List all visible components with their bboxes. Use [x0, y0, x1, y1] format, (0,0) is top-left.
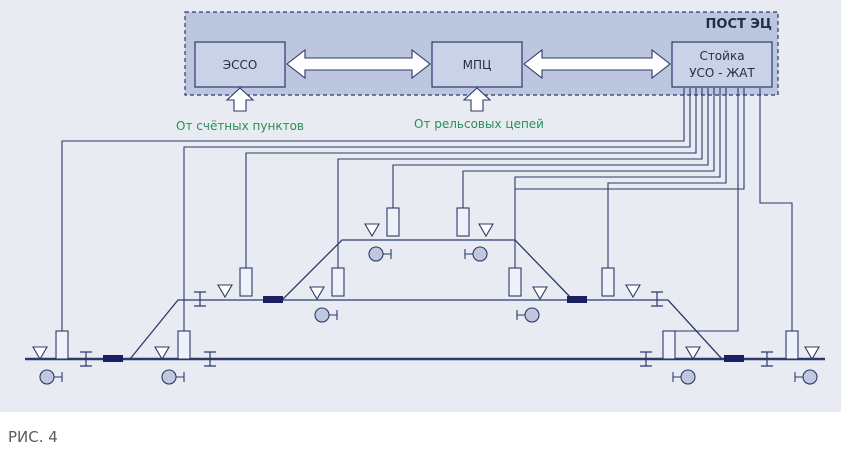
siding-track-1	[129, 299, 723, 360]
esso-block	[194, 41, 286, 88]
post-title: ПОСТ ЭЦ	[706, 17, 772, 32]
esso-label: ЭССО	[223, 58, 258, 72]
uso-zhat-stand-block	[671, 41, 773, 88]
figure-caption: РИС. 4	[8, 428, 58, 446]
track-circuits-arrow	[462, 87, 492, 112]
stand-label-line1: Стойка	[699, 49, 744, 63]
counting-points-note: От счётных пунктов	[176, 119, 304, 133]
siding-track-2	[281, 239, 574, 301]
track-circuits-note: От рельсовых цепей	[414, 117, 544, 131]
track-layout	[25, 239, 825, 361]
cable-lines	[61, 88, 793, 332]
esso-mpc-arrow	[286, 48, 431, 80]
mpc-label: МПЦ	[463, 58, 492, 72]
mpc-block	[431, 41, 523, 88]
stand-label-line2: УСО - ЖАТ	[689, 66, 755, 80]
mpc-stand-arrow	[523, 48, 671, 80]
counting-points-arrow	[225, 87, 255, 112]
